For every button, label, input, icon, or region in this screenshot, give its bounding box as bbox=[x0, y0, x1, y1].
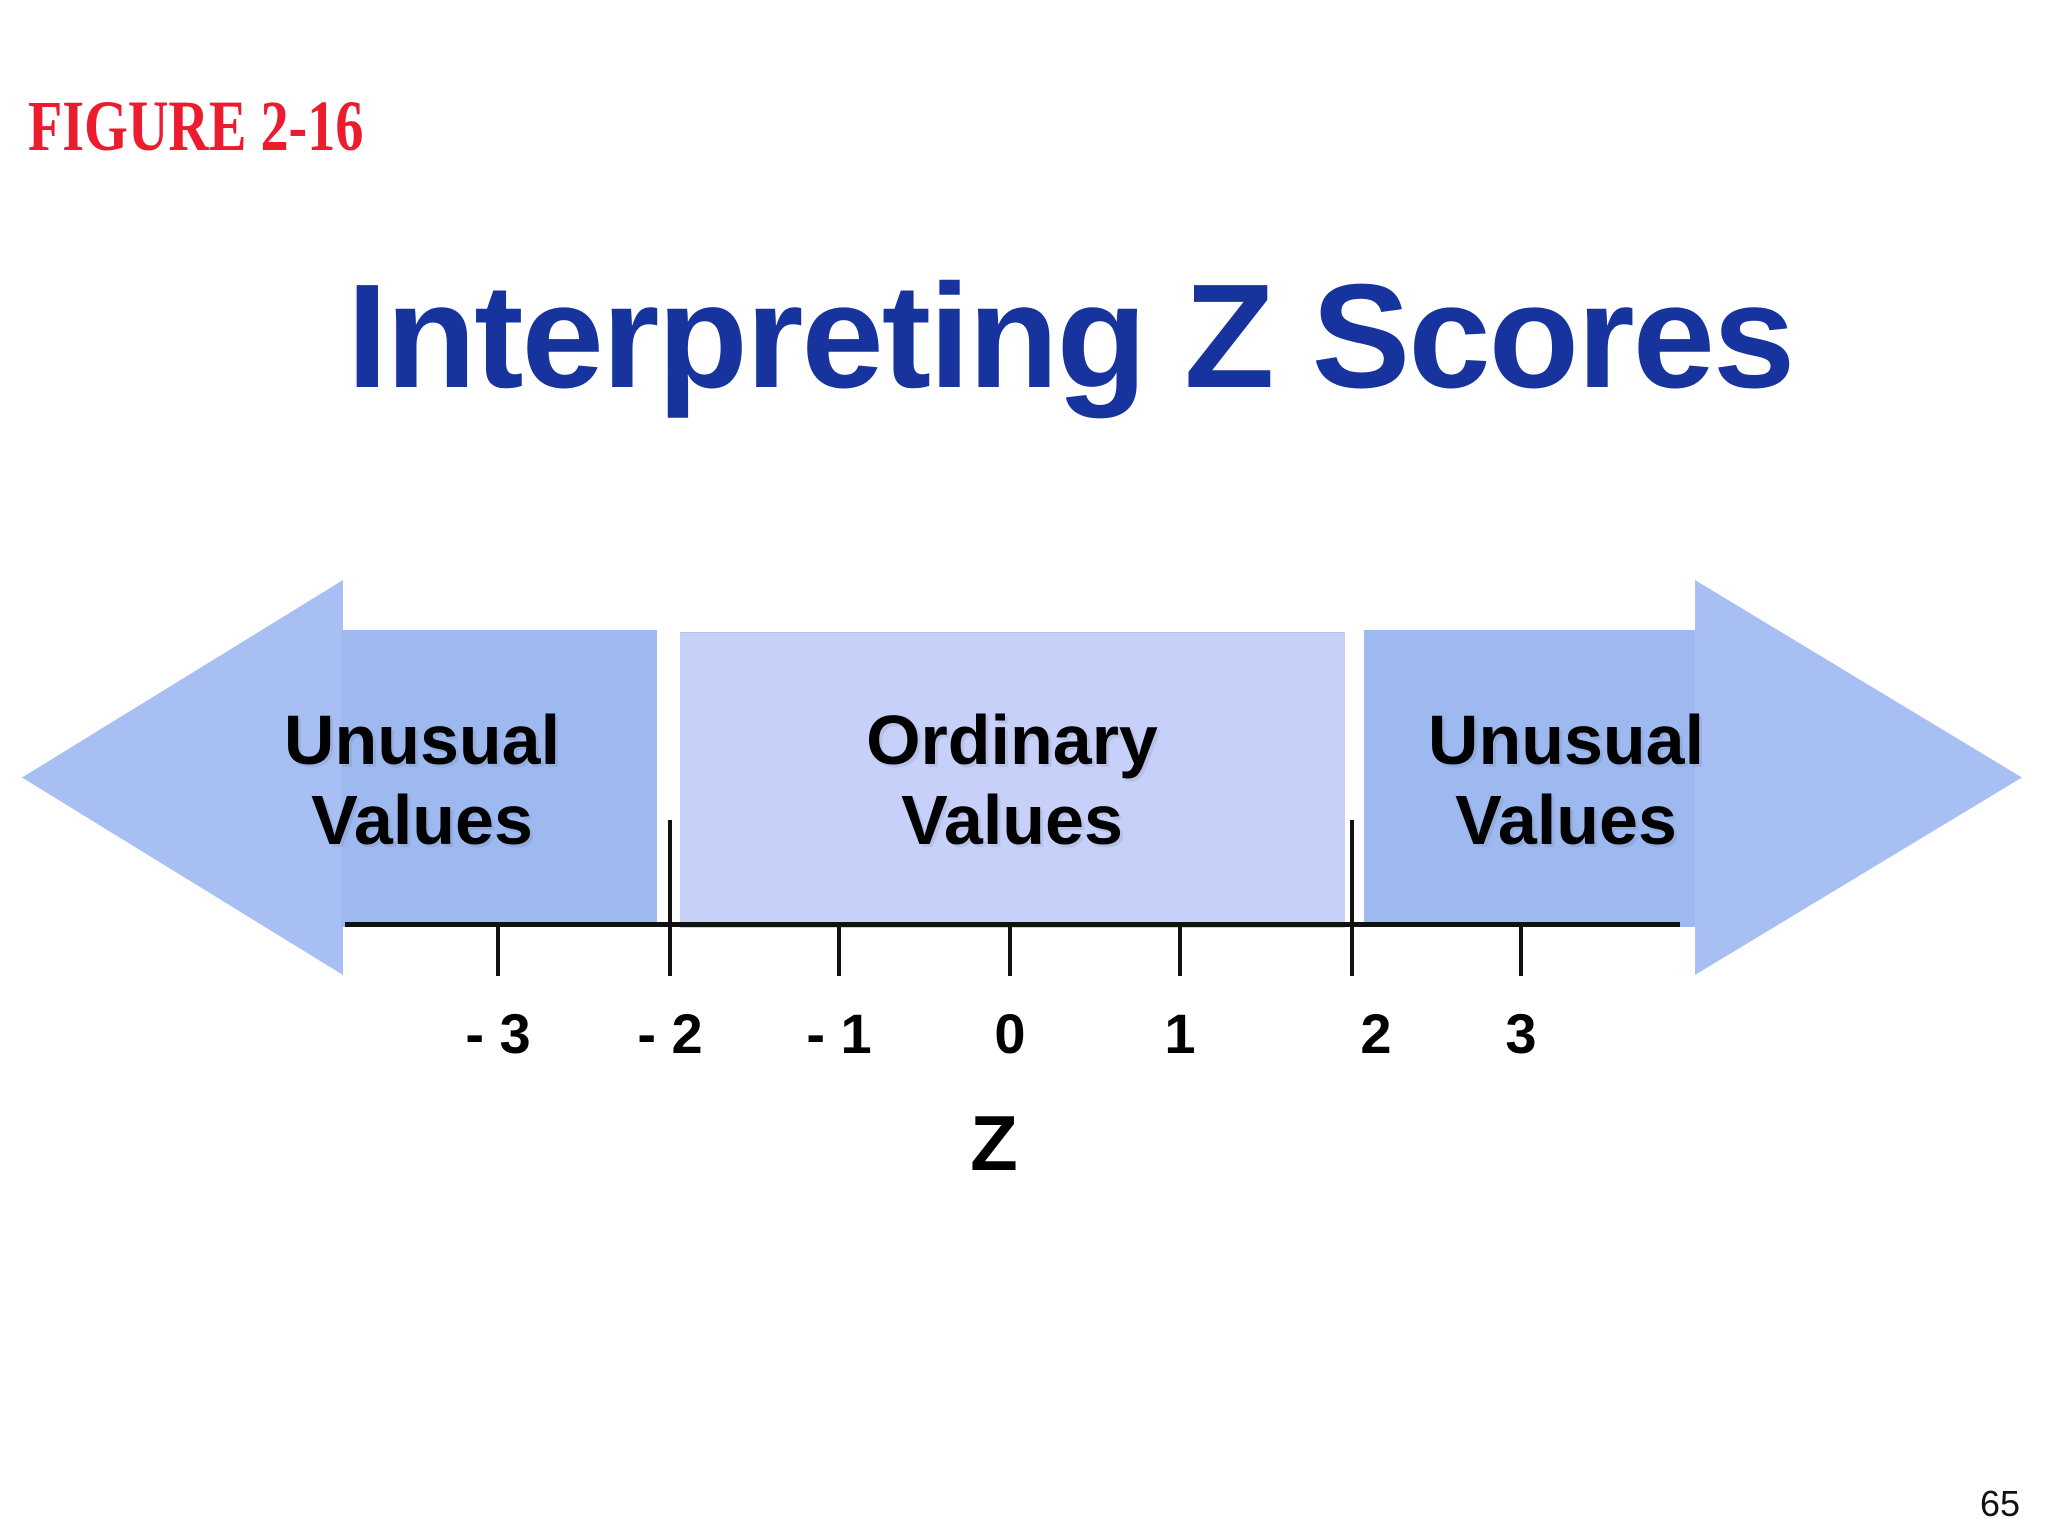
middle-region-line2: Values bbox=[901, 781, 1123, 859]
tick-mark-neg1 bbox=[837, 922, 841, 976]
right-region-line1: Unusual bbox=[1427, 701, 1705, 779]
tick-label-neg1: - 1 bbox=[806, 1002, 872, 1065]
middle-region-line1: Ordinary bbox=[866, 701, 1158, 779]
middle-region-label: Ordinary Values bbox=[762, 700, 1262, 860]
figure-label: FIGURE 2-16 bbox=[28, 86, 364, 166]
tick-label-3: 3 bbox=[1505, 1002, 1537, 1065]
ordinary-region bbox=[680, 632, 1345, 928]
left-region-line2: Values bbox=[311, 781, 533, 859]
tick-label-2: 2 bbox=[1360, 1002, 1392, 1065]
left-unusual-region bbox=[341, 630, 657, 927]
tick-label-neg3: - 3 bbox=[465, 1002, 531, 1065]
tick-label-0: 0 bbox=[994, 1002, 1026, 1065]
tick-mark-neg3 bbox=[496, 922, 500, 976]
right-region-line2: Values bbox=[1455, 781, 1677, 859]
right-unusual-region bbox=[1364, 630, 1695, 927]
tick-mark-1 bbox=[1178, 922, 1182, 976]
page-title: Interpreting Z Scores bbox=[346, 254, 1796, 419]
tick-label-1: 1 bbox=[1164, 1002, 1196, 1065]
tick-mark-3 bbox=[1519, 922, 1523, 976]
number-line bbox=[345, 922, 1680, 927]
right-region-label: Unusual Values bbox=[1366, 700, 1766, 860]
axis-label-z: Z bbox=[970, 1099, 1018, 1187]
left-region-line1: Unusual bbox=[283, 701, 561, 779]
tick-mark-0 bbox=[1008, 922, 1012, 976]
tick-mark-neg2-boundary bbox=[668, 820, 672, 976]
tick-mark-2-boundary bbox=[1350, 820, 1354, 976]
tick-label-neg2: - 2 bbox=[637, 1002, 703, 1065]
page-number: 65 bbox=[1980, 1483, 2021, 1524]
left-region-label: Unusual Values bbox=[222, 700, 622, 860]
